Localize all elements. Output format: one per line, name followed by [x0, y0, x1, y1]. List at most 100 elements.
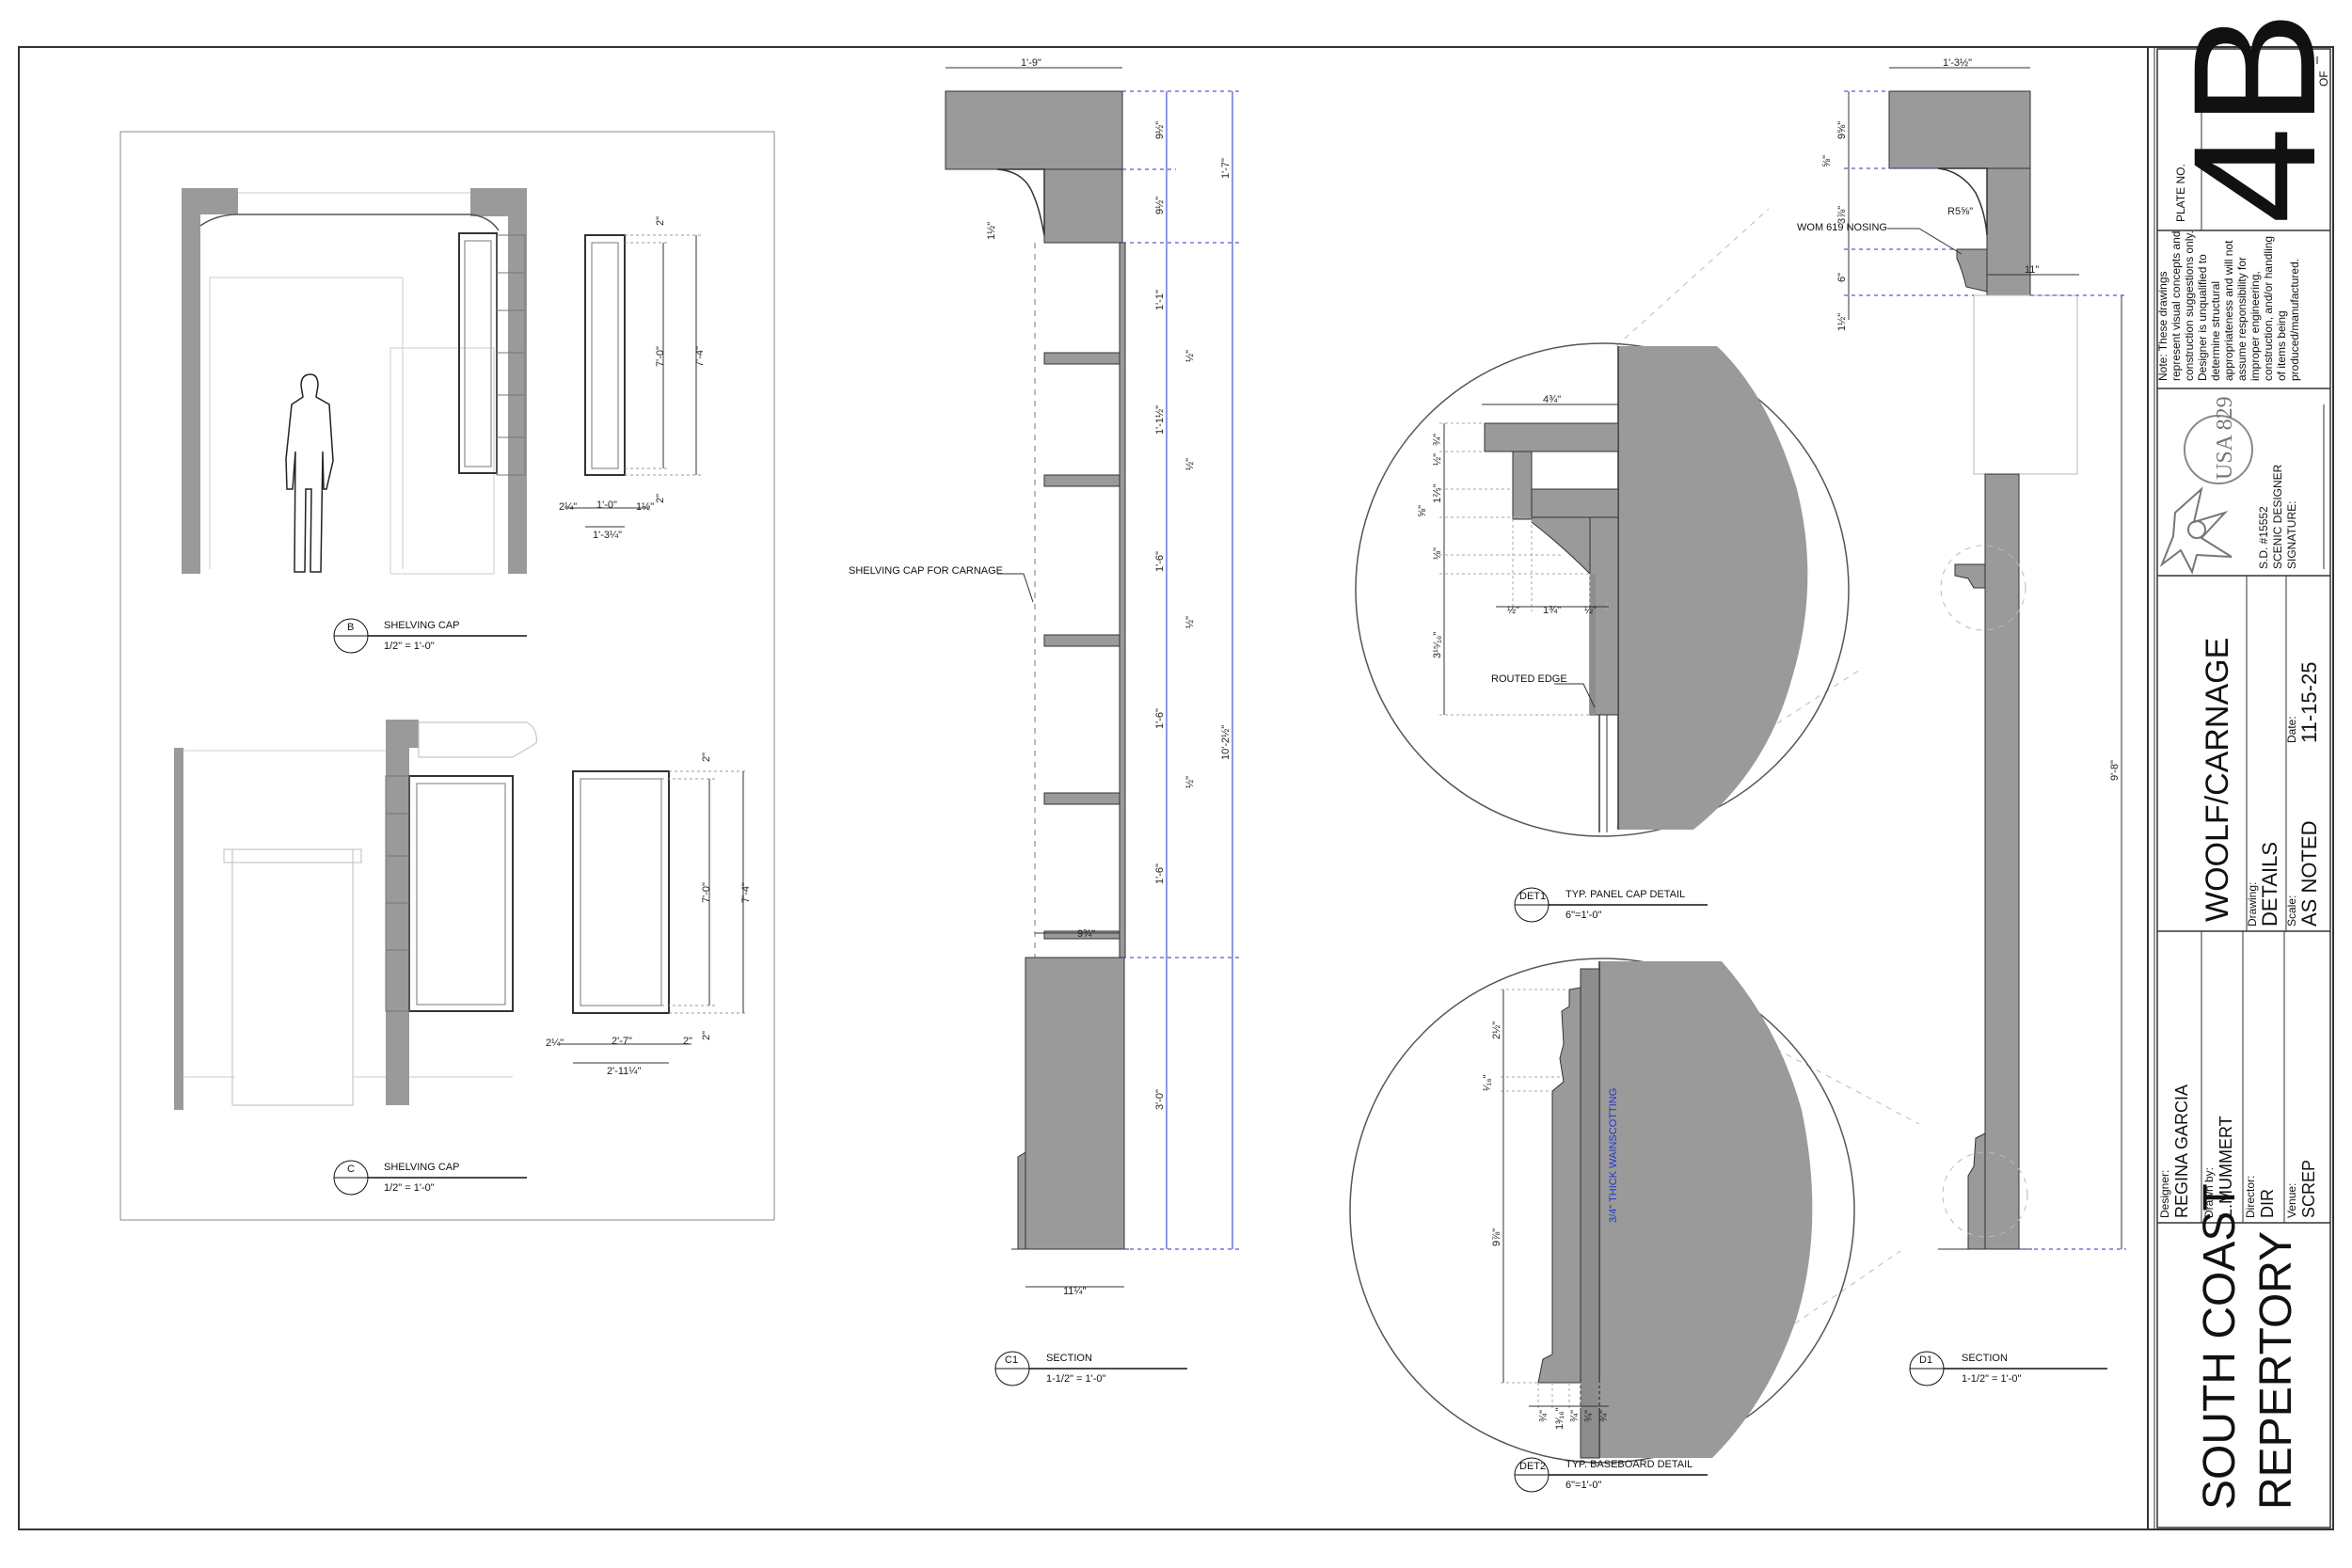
dim: 11" — [2025, 264, 2039, 276]
dim: 1'-6" — [1154, 708, 1166, 729]
detail-scale: 1-1/2" = 1'-0" — [1962, 1373, 2022, 1385]
dim: 1'-0" — [596, 499, 617, 511]
dim: 2" — [655, 494, 666, 503]
dim: 7'-0" — [655, 346, 666, 367]
callout-shelving-cap: SHELVING CAP FOR CARNAGE — [849, 565, 1003, 577]
detail-title: SHELVING CAP — [384, 1162, 460, 1173]
drawn-value: L.MUMMERT — [2217, 1116, 2235, 1218]
union-logo-text: USA 829 — [2213, 396, 2237, 480]
detail-scale: 1/2" = 1'-0" — [384, 1182, 435, 1194]
detail-tag: D1 — [1919, 1354, 1932, 1366]
dim: 1'-3¼" — [593, 530, 622, 541]
dim: 1'-6" — [1154, 551, 1166, 572]
note-line: of items being — [2275, 310, 2288, 381]
dim: ½" — [1184, 458, 1196, 470]
dim: 1'-3½" — [1943, 57, 1972, 69]
dim: 3⅞" — [1836, 206, 1848, 224]
designer-value: REGINA GARCIA — [2172, 1085, 2191, 1218]
note-line: produced/manufactured. — [2288, 259, 2301, 381]
dim: R5⅝" — [1947, 206, 1973, 217]
section-d1: 1'-3½" 9⅝" ⅝" 3⅞" 6" 1½" 9'-8" R5⅝" 11" … — [1797, 57, 2126, 1386]
dim: 3'-0" — [1154, 1089, 1166, 1110]
production-title: WOOLF/CARNAGE — [2200, 638, 2235, 922]
dim: 4¾" — [1543, 394, 1561, 405]
dim: 2" — [655, 216, 666, 226]
dim: ¾" — [1538, 1410, 1549, 1422]
detail-tag: C1 — [1005, 1354, 1018, 1366]
callout-wainscot: 3/4" THICK WAINSCOTTING — [1608, 1088, 1619, 1223]
dim: 7'-4" — [694, 346, 706, 367]
dim: ⅝" — [1821, 155, 1833, 167]
detail-det2: 2½" ¹⁄₁₆" 9⅞" ¾" 1³⁄₁₆" ¾" ¾" ¾" 3/4" TH… — [1349, 958, 1920, 1493]
venue-label: Venue: — [2285, 1183, 2298, 1218]
designer-title: SCENIC DESIGNER — [2271, 464, 2284, 569]
dim: 2" — [701, 1031, 712, 1040]
drawing-value: DETAILS — [2258, 842, 2281, 927]
drawn-label: Drawn by: — [2202, 1167, 2216, 1218]
detail-scale: 1/2" = 1'-0" — [384, 641, 435, 652]
dim: 1'-1" — [1154, 290, 1166, 310]
dim: ¾" — [1432, 434, 1443, 446]
dim: 1½" — [986, 222, 997, 240]
dim: 1'-6" — [1154, 863, 1166, 884]
scale-value: AS NOTED — [2297, 821, 2321, 927]
dim: 1'-7" — [1220, 158, 1232, 179]
dim: 9½" — [1154, 121, 1166, 139]
detail-b-elevation: 2" 7'-0" 7'-4" 2" 2¼" 1'-0" 1½" 1'-3¼" B… — [182, 188, 706, 654]
dim: 9'-8" — [2109, 760, 2121, 781]
plate-label: PLATE NO. — [2174, 164, 2187, 222]
note-line: appropriateness and will not — [2222, 240, 2235, 381]
dim: ¹⁄₁₆" — [1482, 1074, 1493, 1091]
note-line: Note: These drawings — [2156, 271, 2169, 381]
detail-scale: 6"=1'-0" — [1565, 910, 1601, 921]
dim: ¾" — [1598, 1410, 1610, 1422]
dim: ½" — [1184, 776, 1196, 788]
director-value: DIR — [2258, 1189, 2277, 1218]
dim: 1⅖" — [1432, 483, 1443, 503]
section-c1: 1'-9" 9½" 9½" 1'-7" 1'-1" ½" 1'-1½" ½" 1… — [849, 57, 1242, 1386]
note-line: construction, and/or handling — [2262, 236, 2275, 381]
dim: ½" — [1584, 605, 1597, 616]
venue-value: SCREP — [2299, 1160, 2318, 1218]
dim: 2" — [683, 1036, 692, 1047]
detail-tag: DET2 — [1519, 1461, 1546, 1472]
detail-tag: DET1 — [1519, 891, 1546, 902]
union-logo-icon: USA 829 — [2159, 396, 2253, 575]
elevation-frame — [119, 131, 775, 1221]
drawing-label: Drawing: — [2246, 882, 2259, 927]
dim: 9⅞" — [1491, 1228, 1502, 1246]
dim: 9½" — [1154, 197, 1166, 214]
note-line: determine structural — [2209, 281, 2222, 381]
dim: 7'-4" — [740, 882, 752, 903]
note-line: construction suggestions only. — [2183, 230, 2196, 381]
plate-of: OF — [2317, 71, 2330, 87]
detail-det1: 4¾" ¾" ½" 1⅖" ⅝" ⅛" 3¹⁵⁄₁₆" ½" 1¾" ½" RO… — [1355, 208, 1864, 923]
dim: 2½" — [1491, 1022, 1502, 1039]
sd-number: S.D. #15552 — [2257, 506, 2270, 569]
dim: 1'-9" — [1021, 57, 1041, 69]
dim: ¾" — [1583, 1410, 1595, 1422]
dim: 9⅝" — [1836, 121, 1848, 139]
dim: 2'-11¼" — [607, 1066, 641, 1077]
dim: 1½" — [636, 501, 654, 513]
disclaimer-note: Note: These drawings represent visual co… — [2156, 230, 2301, 381]
human-scale-figure — [285, 373, 334, 573]
dim: 6" — [1836, 273, 1848, 282]
dim: 1½" — [1836, 313, 1848, 331]
note-line: Designer is unqualified to — [2196, 254, 2209, 381]
signature-label: SIGNATURE: — [2285, 501, 2298, 569]
note-line: assume responsibility for — [2235, 257, 2249, 381]
dim: ½" — [1507, 605, 1519, 616]
dim: ½" — [1432, 453, 1443, 466]
dim: 7'-0" — [701, 882, 712, 903]
detail-title: TYP. BASEBOARD DETAIL — [1565, 1459, 1692, 1470]
detail-title: SECTION — [1046, 1353, 1092, 1364]
detail-tag: C — [347, 1164, 355, 1175]
designer-label: Designer: — [2158, 1170, 2171, 1218]
dim: 3¹⁵⁄₁₆" — [1432, 632, 1443, 658]
dim: 9¾" — [1077, 928, 1095, 940]
date-value: 11-15-25 — [2297, 662, 2321, 743]
dim: 10'-2½" — [1220, 725, 1232, 760]
dim: 2'-7" — [612, 1036, 632, 1047]
